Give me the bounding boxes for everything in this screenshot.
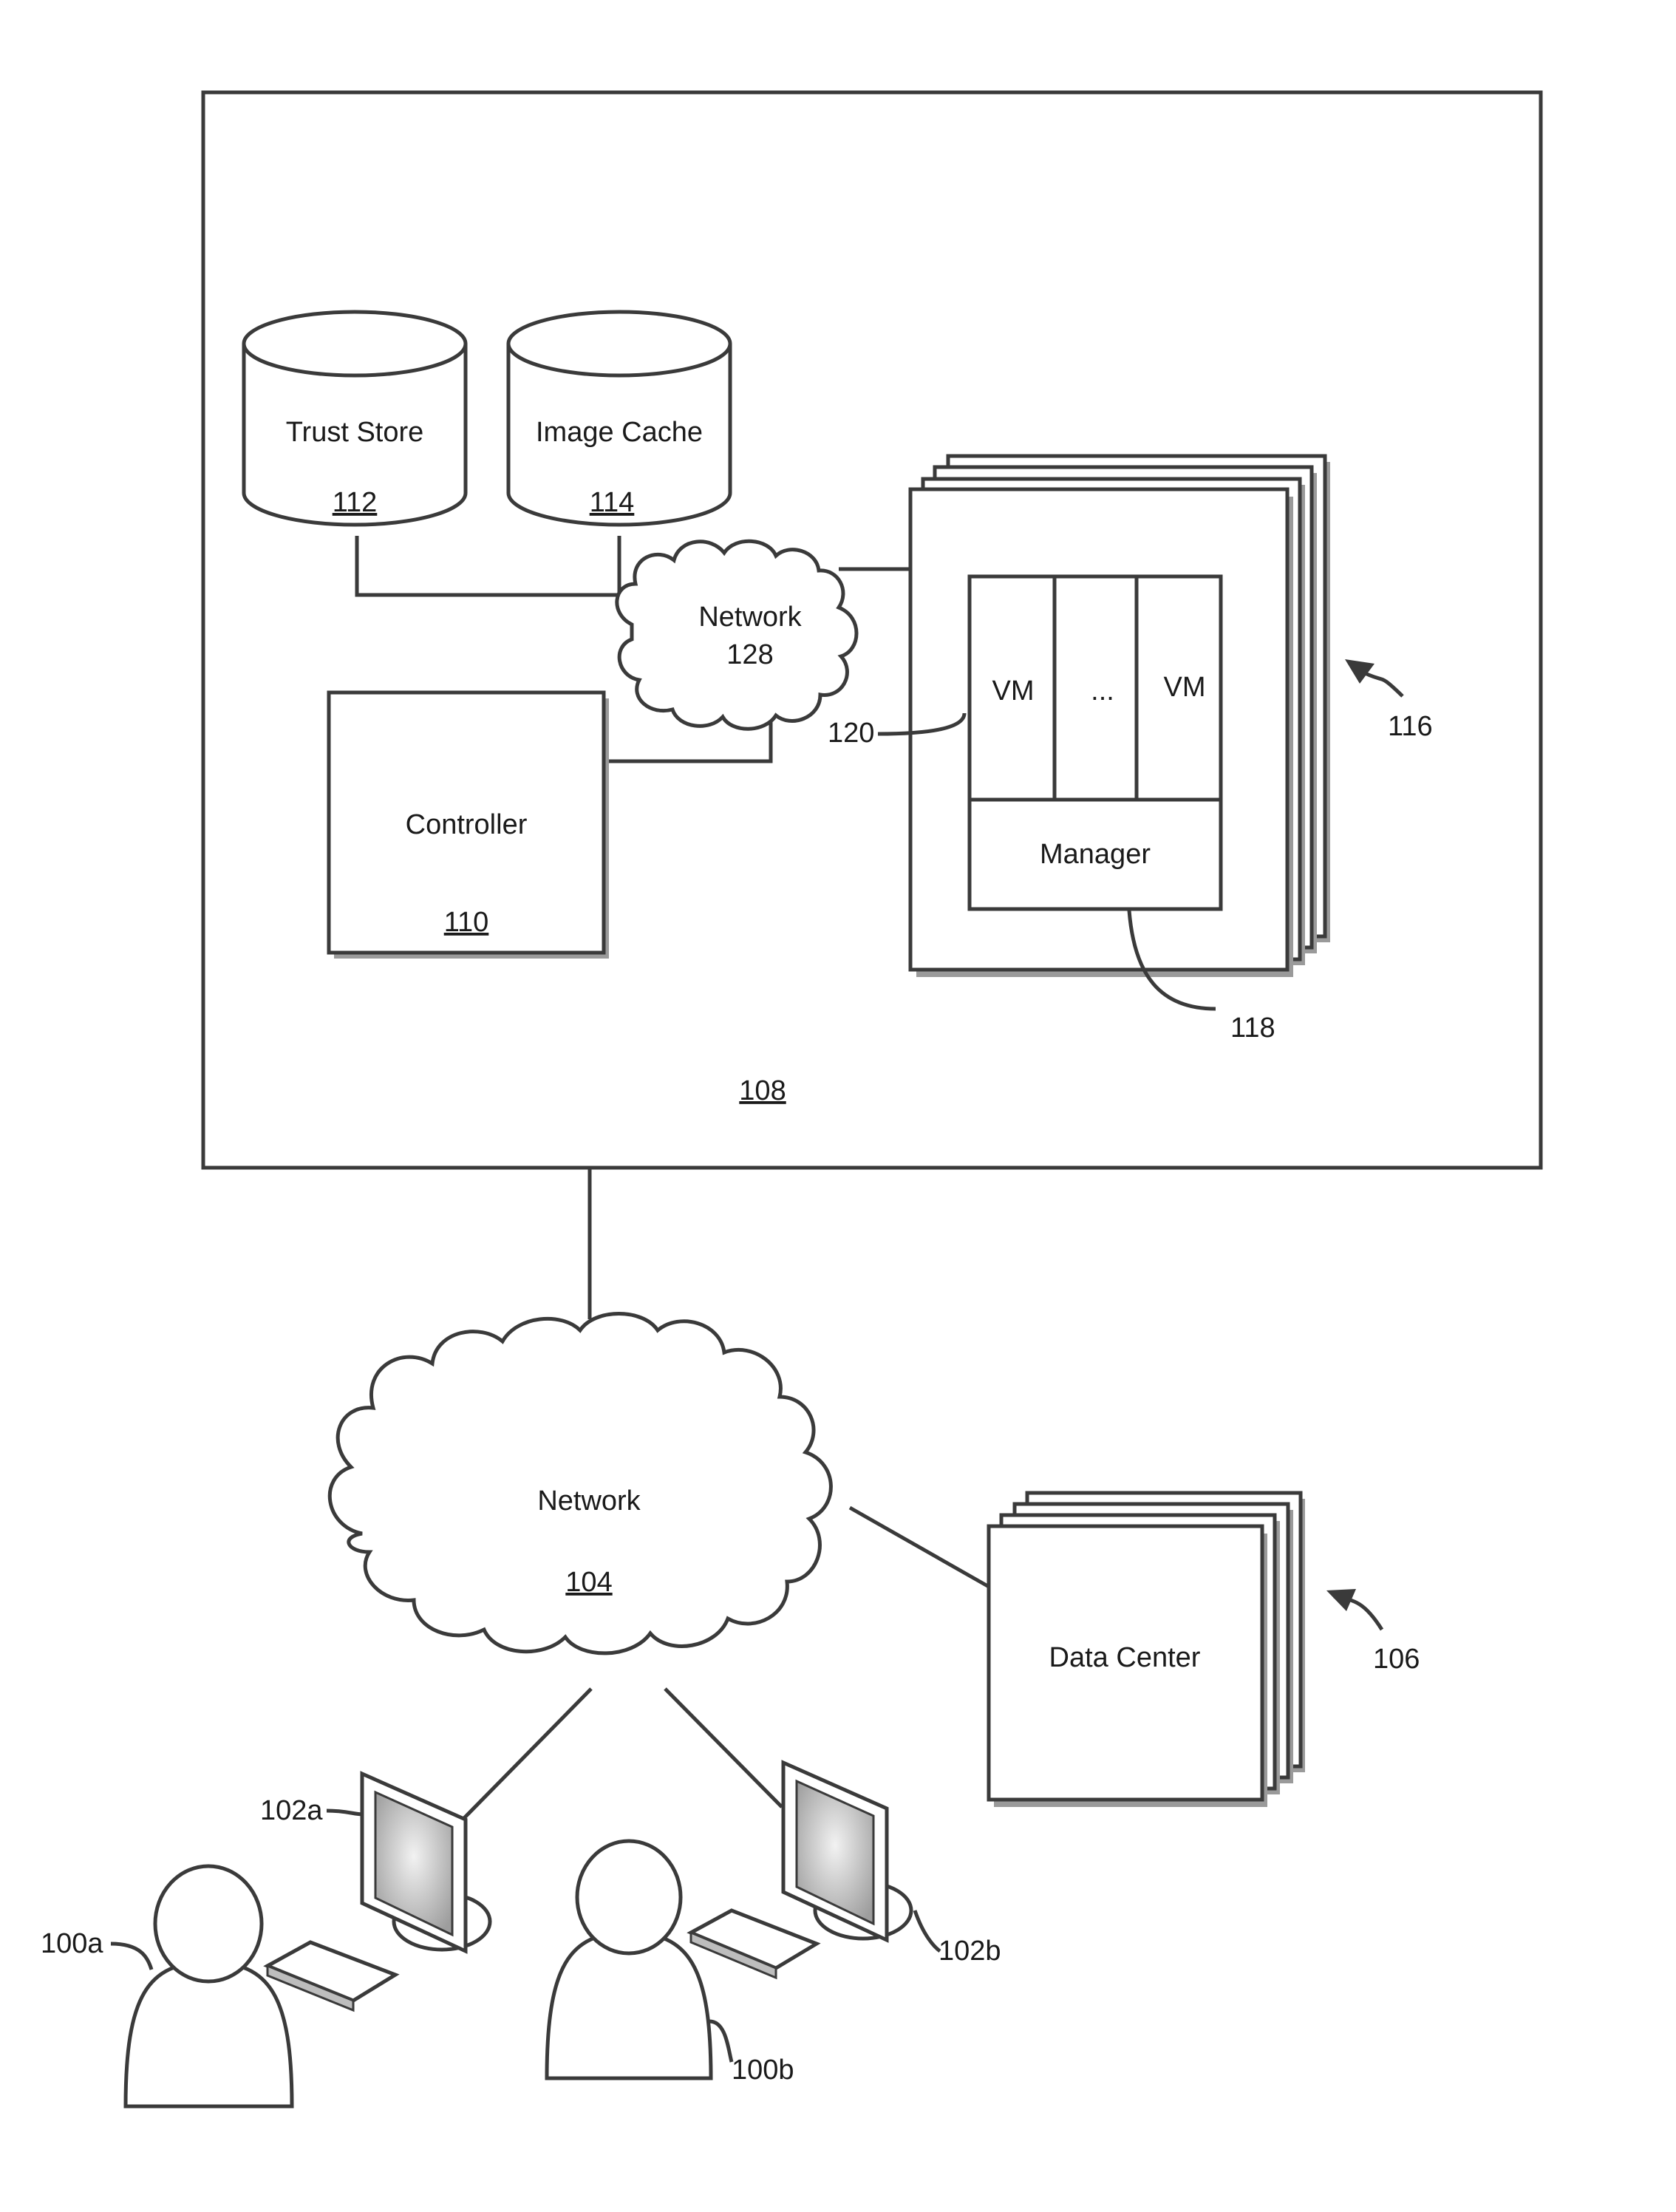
computer-b-ref: 102b [939,1936,1001,1967]
internal-network-ref: 128 [726,639,773,670]
data-center-ref: 106 [1373,1644,1420,1675]
data-center-arrow-icon [1326,1589,1382,1630]
trust-store-ref: 112 [333,487,378,518]
network-computer-a-link [464,1689,591,1818]
vm-right-label: VM [1164,672,1206,703]
external-network-label: Network [537,1486,641,1517]
trust-store-label: Trust Store [286,417,424,448]
user-b-ref: 100b [732,2055,794,2086]
internal-network-label: Network [698,602,802,633]
image-cache-label: Image Cache [536,417,703,448]
user-a-leader-line [111,1944,151,1970]
controller-label: Controller [406,809,528,840]
external-network-cloud [330,1314,831,1653]
vm-left-label: VM [992,675,1035,707]
vm-ellipsis-label: ... [1091,675,1114,707]
user-a-icon [126,1866,292,2106]
data-center-label: Data Center [1049,1642,1201,1673]
network-computer-b-link [665,1689,782,1807]
computer-a-leader-line [327,1811,364,1814]
manager-ref: 118 [1230,1013,1275,1044]
system-box [203,92,1541,1168]
vm-ref: 120 [828,718,874,749]
manager-label: Manager [1040,839,1151,870]
user-a-ref: 100a [41,1928,103,1959]
user-b-leader-line [709,2021,732,2062]
system-ref: 108 [739,1075,786,1106]
computer-b-leader-line [915,1910,940,1951]
image-cache-ref: 114 [590,487,635,518]
external-network-ref: 104 [565,1567,612,1598]
computer-b-icon [691,1763,911,1978]
user-b-icon [547,1841,711,2078]
host-ref: 116 [1388,711,1433,742]
network-datacenter-link [850,1508,990,1587]
internal-network-cloud [617,541,856,729]
computer-a-ref: 102a [260,1795,323,1826]
controller-ref: 110 [444,907,489,938]
